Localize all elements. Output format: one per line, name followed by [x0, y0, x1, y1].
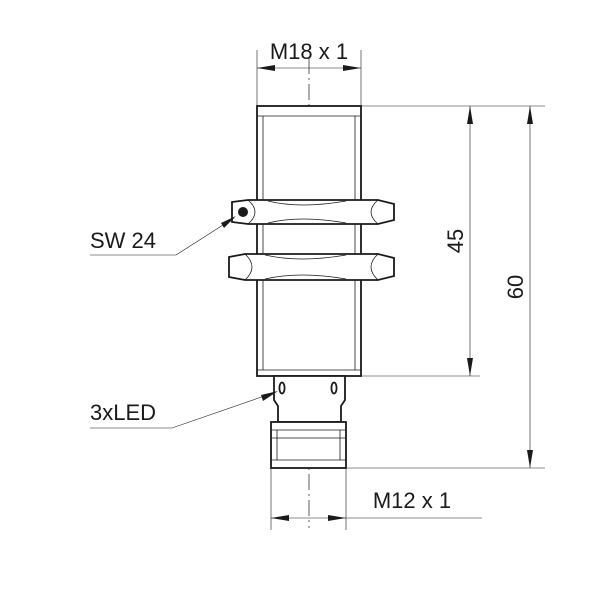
dimension-total-length [346, 106, 545, 469]
led-housing [273, 375, 346, 423]
label-thread-length: 45 [443, 229, 468, 253]
nut-marker-dot [238, 207, 248, 217]
label-thread-top: M18 x 1 [270, 39, 348, 64]
dimension-thread-bottom [270, 468, 482, 530]
label-wrench-size: SW 24 [90, 228, 156, 253]
leader-wrench-size [90, 216, 236, 256]
upper-nut [231, 199, 395, 225]
leader-led [90, 391, 278, 429]
label-total-length: 60 [503, 275, 528, 299]
connector-m12 [270, 421, 347, 469]
label-led: 3xLED [90, 400, 156, 425]
lower-nut [228, 253, 395, 281]
sensor-body [256, 105, 362, 377]
label-thread-bottom: M12 x 1 [373, 488, 451, 513]
dimension-thread-length [361, 105, 545, 377]
dimension-thread-top [256, 50, 362, 106]
